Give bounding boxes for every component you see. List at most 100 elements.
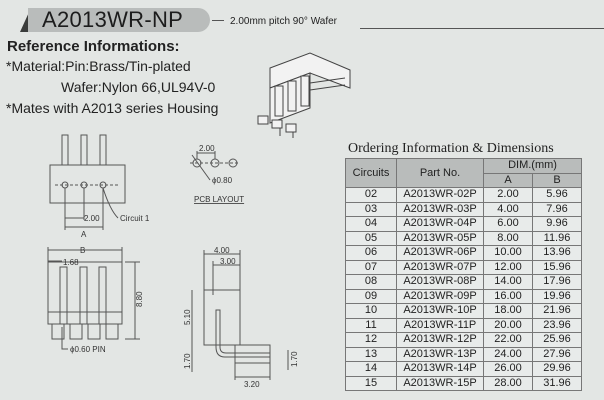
cell-dim-b: 23.96 [532,317,582,333]
cell-part-no: A2013WR-03P [396,201,484,217]
cell-circuits: 08 [345,274,397,290]
cell-circuits: 04 [345,216,397,232]
cell-dim-a: 8.00 [483,230,533,246]
cell-part-no: A2013WR-05P [396,230,484,246]
connector-3d-illustration [257,52,351,138]
width-4-label: 4.00 [214,246,230,255]
cell-part-no: A2013WR-06P [396,245,484,261]
cell-dim-a: 26.00 [483,361,533,377]
cell-circuits: 06 [345,245,397,261]
height-label: 8.80 [135,291,144,307]
cell-dim-a: 10.00 [483,245,533,261]
cell-circuits: 15 [345,375,397,391]
cell-circuits: 09 [345,288,397,304]
divider [360,28,604,29]
product-subtitle: 2.00mm pitch 90° Wafer [230,16,338,27]
cell-dim-b: 21.96 [532,303,582,319]
offset-label: 1.68 [63,258,79,267]
cell-part-no: A2013WR-14P [396,361,484,377]
cell-dim-a: 14.00 [483,274,533,290]
table-title: Ordering Information & Dimensions [348,141,554,156]
cell-dim-a: 16.00 [483,288,533,304]
cell-circuits: 03 [345,201,397,217]
cell-dim-b: 11.96 [532,230,582,246]
cell-dim-a: 24.00 [483,346,533,362]
cell-part-no: A2013WR-15P [396,375,484,391]
cell-part-no: A2013WR-12P [396,332,484,348]
cell-circuits: 10 [345,303,397,319]
height-1b-label: 1.70 [290,351,299,367]
pin-label: ϕ0.60 PIN [70,345,106,354]
header-dim: DIM.(mm) [483,158,582,174]
cell-part-no: A2013WR-09P [396,288,484,304]
cell-circuits: 12 [345,332,397,348]
title-banner: A2013WR-NP [14,6,210,32]
cell-part-no: A2013WR-11P [396,317,484,333]
top-view-drawing: B 1.68 8.80 ϕ0.60 PIN [47,246,144,354]
cell-dim-a: 4.00 [483,201,533,217]
width-3-label: 3.00 [220,257,236,266]
material-pin: *Material:Pin:Brass/Tin-plated [6,58,191,74]
pcb-layout-drawing: 2.00 ϕ0.80 PCB LAYOUT [190,145,244,204]
dim-a-label: A [81,230,87,239]
cell-dim-b: 31.96 [532,375,582,391]
hole-diameter-label: ϕ0.80 [212,176,233,185]
cell-dim-b: 15.96 [532,259,582,275]
material-wafer: Wafer:Nylon 66,UL94V-0 [61,79,216,95]
cell-dim-a: 2.00 [483,187,533,203]
pitch-label: 2.00 [84,214,100,223]
cell-dim-b: 5.96 [532,187,582,203]
cell-dim-b: 7.96 [532,201,582,217]
height-1-label: 1.70 [183,353,192,369]
divider [212,20,224,21]
pcb-pitch-label: 2.00 [199,145,215,153]
circuit-label: Circuit 1 [120,214,150,223]
foot-label: 3.20 [244,380,260,389]
dim-b-label: B [80,246,85,255]
cell-dim-a: 22.00 [483,332,533,348]
pcb-layout-caption: PCB LAYOUT [194,195,244,204]
cell-circuits: 11 [345,317,397,333]
front-view-drawing: 2.00 Circuit 1 A [49,134,150,239]
header-a: A [483,172,533,188]
cell-dim-b: 29.96 [532,361,582,377]
product-title: A2013WR-NP [42,7,184,32]
cell-dim-b: 9.96 [532,216,582,232]
header-circuits: Circuits [345,158,397,188]
cell-circuits: 07 [345,259,397,275]
cell-circuits: 05 [345,230,397,246]
banner-pill [28,8,210,32]
cell-dim-b: 13.96 [532,245,582,261]
cell-dim-b: 25.96 [532,332,582,348]
cell-circuits: 02 [345,187,397,203]
cell-dim-a: 28.00 [483,375,533,391]
cell-part-no: A2013WR-08P [396,274,484,290]
cell-part-no: A2013WR-10P [396,303,484,319]
cell-circuits: 13 [345,346,397,362]
cell-part-no: A2013WR-02P [396,187,484,203]
cell-dim-b: 17.96 [532,274,582,290]
cell-dim-a: 12.00 [483,259,533,275]
cell-dim-a: 18.00 [483,303,533,319]
mates-with: *Mates with A2013 series Housing [6,100,219,116]
cell-dim-a: 6.00 [483,216,533,232]
cell-part-no: A2013WR-07P [396,259,484,275]
cell-dim-b: 27.96 [532,346,582,362]
header-b: B [532,172,582,188]
cell-dim-b: 19.96 [532,288,582,304]
cell-part-no: A2013WR-04P [396,216,484,232]
